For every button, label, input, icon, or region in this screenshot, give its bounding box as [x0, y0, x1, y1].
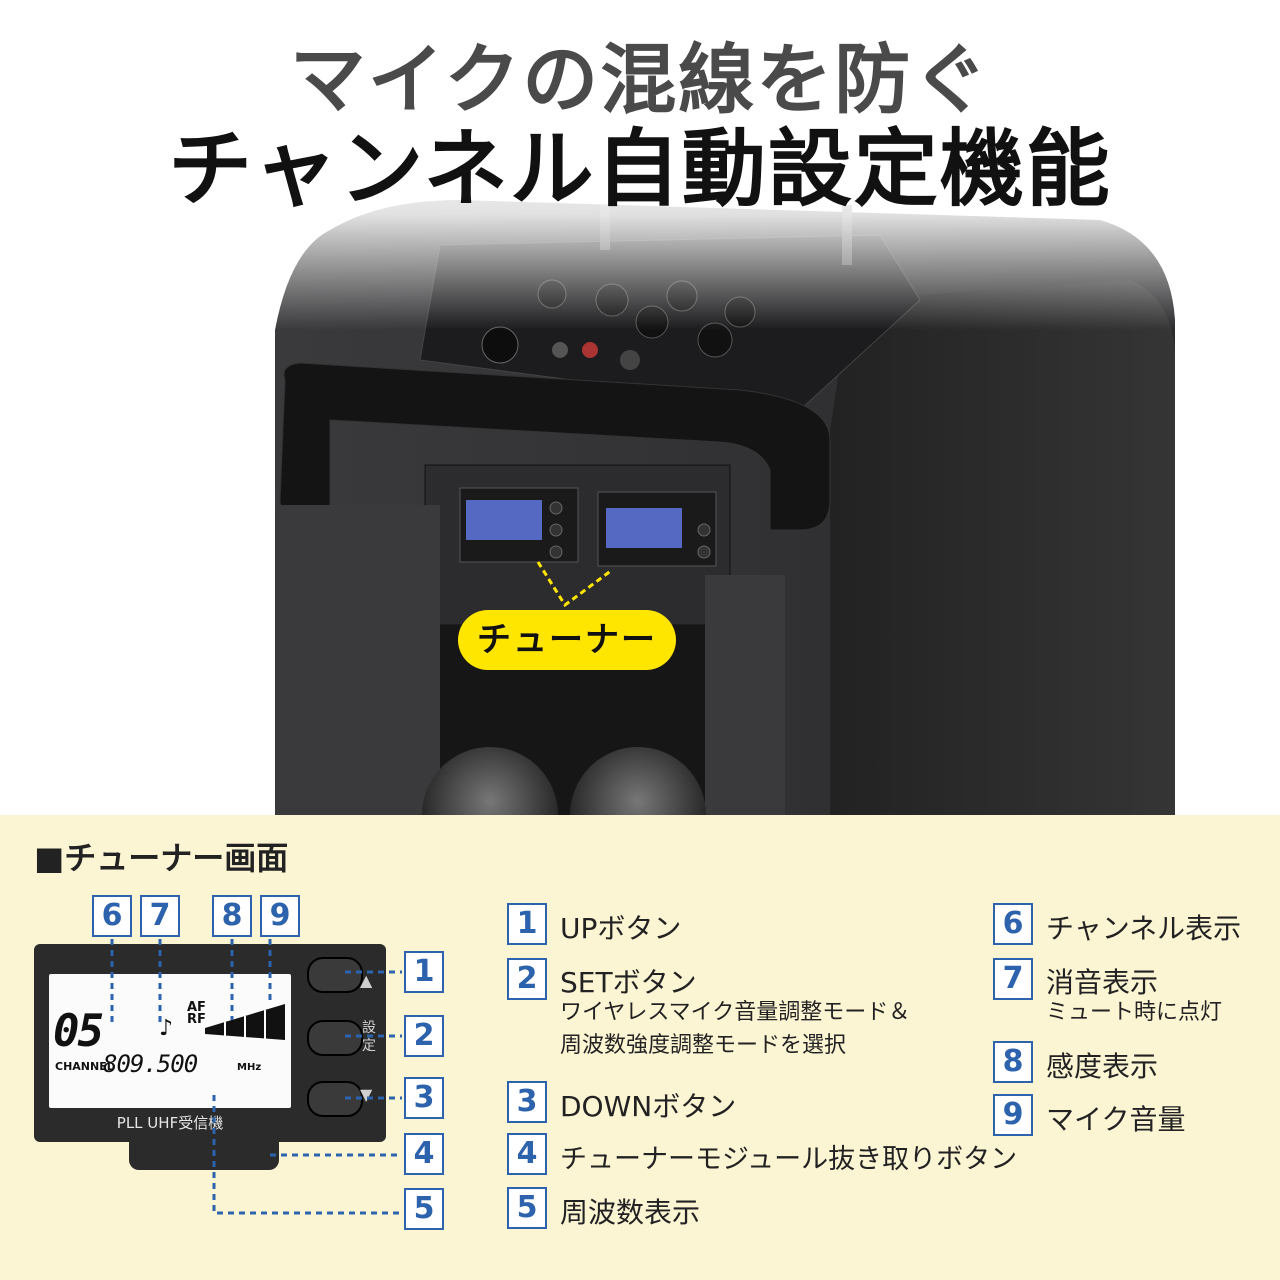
callout-5-side: 5: [404, 1188, 444, 1230]
legend-4-label: チューナーモジュール抜き取りボタン: [560, 1144, 1018, 1175]
legend-3-label: DOWNボタン: [560, 1090, 737, 1123]
callout-7-top: 7: [140, 895, 180, 937]
legend-4-num: 4: [507, 1133, 547, 1175]
device-name: PLL UHF受信機: [116, 1114, 224, 1132]
legend-9-label: マイク音量: [1046, 1103, 1186, 1136]
legend-6-num: 6: [993, 903, 1033, 945]
tuner-release-tab: [129, 1142, 279, 1170]
legend-7-desc: ミュート時に点灯: [1046, 1000, 1223, 1025]
callout-9-top: 9: [260, 895, 300, 937]
callout-8-top: 8: [212, 895, 252, 937]
legend-5-label: 周波数表示: [560, 1196, 701, 1229]
legend-1-num: 1: [507, 903, 547, 945]
up-arrow-icon: ▲: [360, 971, 373, 990]
legend-5-num: 5: [507, 1187, 547, 1229]
legend-2-num: 2: [507, 958, 547, 1000]
level-meter: [205, 1004, 285, 1040]
legend-2-label: SETボタン: [560, 966, 697, 999]
legend-8-num: 8: [993, 1041, 1033, 1083]
mute-icon: ♪: [159, 1016, 174, 1041]
callout-2-side: 2: [404, 1015, 444, 1057]
set-button[interactable]: [307, 1020, 363, 1056]
legend-8-label: 感度表示: [1046, 1050, 1159, 1083]
callout-6-top: 6: [92, 895, 132, 937]
top-fade-overlay: [0, 0, 1280, 330]
legend-9-num: 9: [993, 1094, 1033, 1136]
title-line-1: マイクの混線を防ぐ: [289, 35, 991, 124]
callout-3-side: 3: [404, 1077, 444, 1119]
down-button[interactable]: [307, 1081, 363, 1117]
channel-label: CHANNEL: [55, 1060, 114, 1073]
set-label: 設 定: [362, 1020, 376, 1054]
tuner-badge: チューナー: [458, 610, 676, 670]
title-line-2: チャンネル自動設定機能: [168, 120, 1112, 218]
channel-value: 05: [53, 1006, 104, 1057]
legend-7-label: 消音表示: [1046, 966, 1159, 999]
legend-7-num: 7: [993, 958, 1033, 1000]
legend-2-desc-2: 周波数強度調整モードを選択: [560, 1033, 847, 1058]
section-title: ■チューナー画面: [34, 839, 289, 877]
callout-1-side: 1: [404, 951, 444, 993]
callout-leaders: [110, 939, 402, 1215]
frequency-unit: MHz: [237, 1062, 262, 1073]
callout-4-side: 4: [404, 1133, 444, 1175]
frequency-value: 809.500: [103, 1050, 198, 1078]
legend-2-desc-1: ワイヤレスマイク音量調整モード＆: [560, 1000, 911, 1025]
legend-1-label: UPボタン: [560, 912, 682, 945]
legend-6-label: チャンネル表示: [1046, 912, 1242, 945]
legend-3-num: 3: [507, 1081, 547, 1123]
up-button[interactable]: [307, 957, 363, 993]
